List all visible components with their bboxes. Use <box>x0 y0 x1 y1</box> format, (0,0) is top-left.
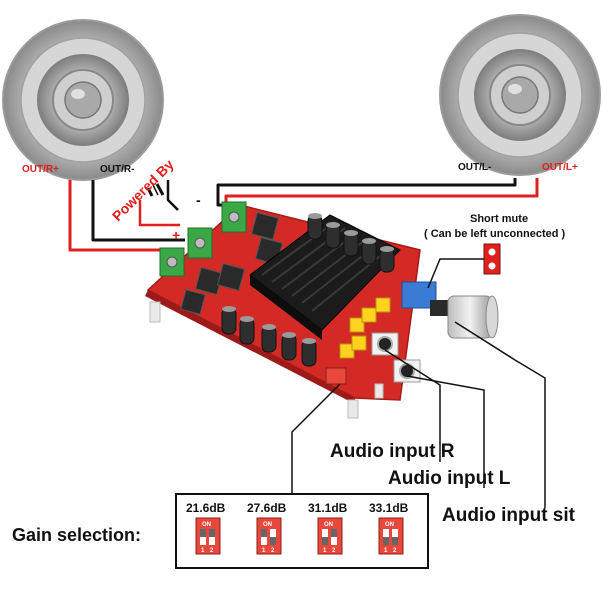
dip-lever <box>270 537 276 545</box>
dip-lever <box>209 529 215 537</box>
speaker-left <box>439 14 601 176</box>
short-mute-jumper <box>427 243 501 289</box>
dip-on-label: ON <box>202 522 211 528</box>
label-gain-selection: Gain selection: <box>12 525 141 545</box>
wire-out-l-plus <box>224 178 539 214</box>
label-audio-input-r: Audio input R <box>330 441 455 462</box>
label-can-be-left: ( Can be left unconnected ) <box>424 228 566 240</box>
label-out-l-plus: OUT/L+ <box>542 162 578 173</box>
dip-lever <box>200 529 206 537</box>
dip-lever <box>383 537 389 545</box>
dip-number: 2 <box>393 548 397 554</box>
capacitors-top <box>307 213 395 273</box>
wire-out-r-plus <box>68 180 165 252</box>
wire-out-l-minus <box>216 178 517 207</box>
board-dip-switch <box>325 367 347 385</box>
wire-out-r-minus <box>91 180 185 242</box>
dip-number: 1 <box>384 548 388 554</box>
volume-knob <box>401 281 499 339</box>
dip-on-label: ON <box>324 522 333 528</box>
dip-number: 2 <box>210 548 214 554</box>
dip-lever <box>392 537 398 545</box>
label-short-mute: Short mute <box>470 213 528 225</box>
label-out-r-minus: OUT/R- <box>100 164 134 175</box>
power-terminal <box>187 227 213 259</box>
label-out-r-plus: OUT/R+ <box>22 164 59 175</box>
dip-lever <box>322 537 328 545</box>
gain-db-label: 27.6dB <box>247 501 287 515</box>
dip-lever <box>261 529 267 537</box>
capacitors-bottom <box>221 306 317 367</box>
dip-number: 1 <box>201 548 205 554</box>
dip-number: 2 <box>271 548 275 554</box>
dip-number: 1 <box>323 548 327 554</box>
output-terminal-l <box>221 201 247 233</box>
label-audio-input-l: Audio input L <box>388 468 511 489</box>
callout-lines <box>291 321 546 508</box>
label-out-l-minus: OUT/L- <box>458 162 491 173</box>
power-wires <box>138 180 180 227</box>
dip-number: 1 <box>262 548 266 554</box>
output-terminal-r <box>159 247 185 277</box>
label-power-plus: + <box>172 227 180 243</box>
amplifier-board <box>145 201 499 419</box>
yellow-caps <box>339 297 391 359</box>
gain-db-label: 33.1dB <box>369 501 409 515</box>
speaker-right <box>2 19 164 181</box>
gain-db-label: 21.6dB <box>186 501 226 515</box>
dip-number: 2 <box>332 548 336 554</box>
dip-on-label: ON <box>263 522 272 528</box>
label-audio-input-sit: Audio input sit <box>442 505 576 526</box>
dip-on-label: ON <box>385 522 394 528</box>
gain-db-label: 31.1dB <box>308 501 348 515</box>
dip-lever <box>331 529 337 537</box>
label-power-minus: - <box>196 192 201 208</box>
